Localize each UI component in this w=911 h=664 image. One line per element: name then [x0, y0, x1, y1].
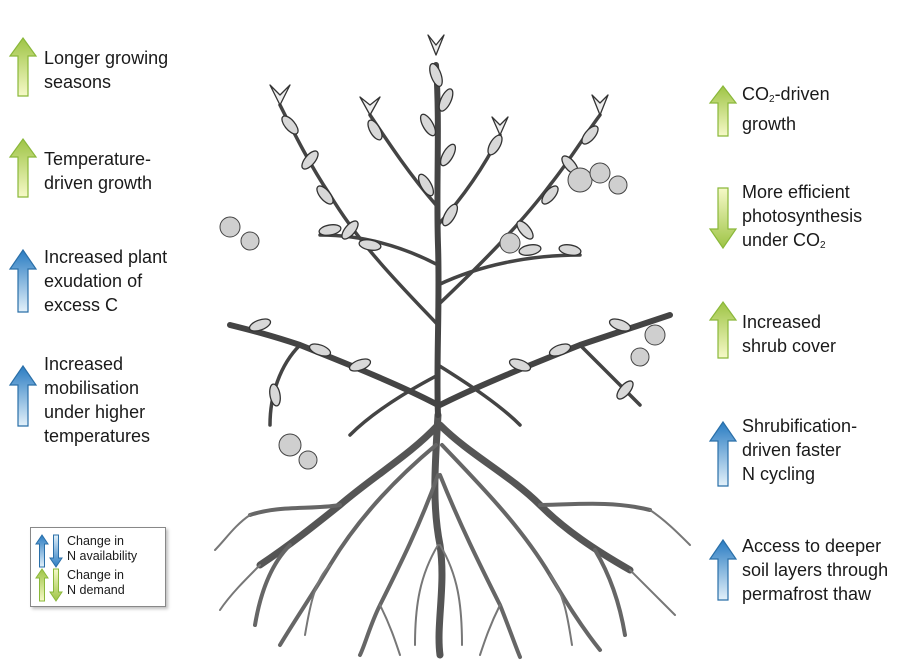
demand-down-arrow-icon — [708, 186, 738, 250]
demand-up-arrow-icon — [708, 300, 738, 360]
efficient-photosynthesis-item: More efficient photosynthesis under CO2 — [708, 186, 862, 258]
availability-up-arrow-icon — [708, 420, 738, 488]
temperature-driven-growth-label: Temperature-driven growth — [44, 147, 152, 195]
temperature-driven-growth-item: Temperature-driven growth — [8, 137, 152, 199]
demand-up-arrow-icon — [708, 84, 738, 138]
availability-up-down-arrows-icon — [35, 534, 63, 568]
co2-driven-growth-label: CO2-driven growth — [742, 82, 830, 136]
demand-up-arrow-icon — [8, 137, 38, 199]
availability-up-arrow-icon — [8, 364, 38, 428]
demand-up-arrow-icon — [8, 36, 38, 98]
availability-up-arrow-icon — [8, 248, 38, 314]
demand-up-down-arrows-icon — [35, 568, 63, 602]
shrub-with-roots-icon — [200, 5, 700, 660]
efficient-photosynthesis-label: More efficient photosynthesis under CO2 — [742, 180, 862, 258]
co2-driven-growth-item: CO2-driven growth — [708, 84, 830, 138]
availability-up-arrow-icon — [708, 538, 738, 602]
